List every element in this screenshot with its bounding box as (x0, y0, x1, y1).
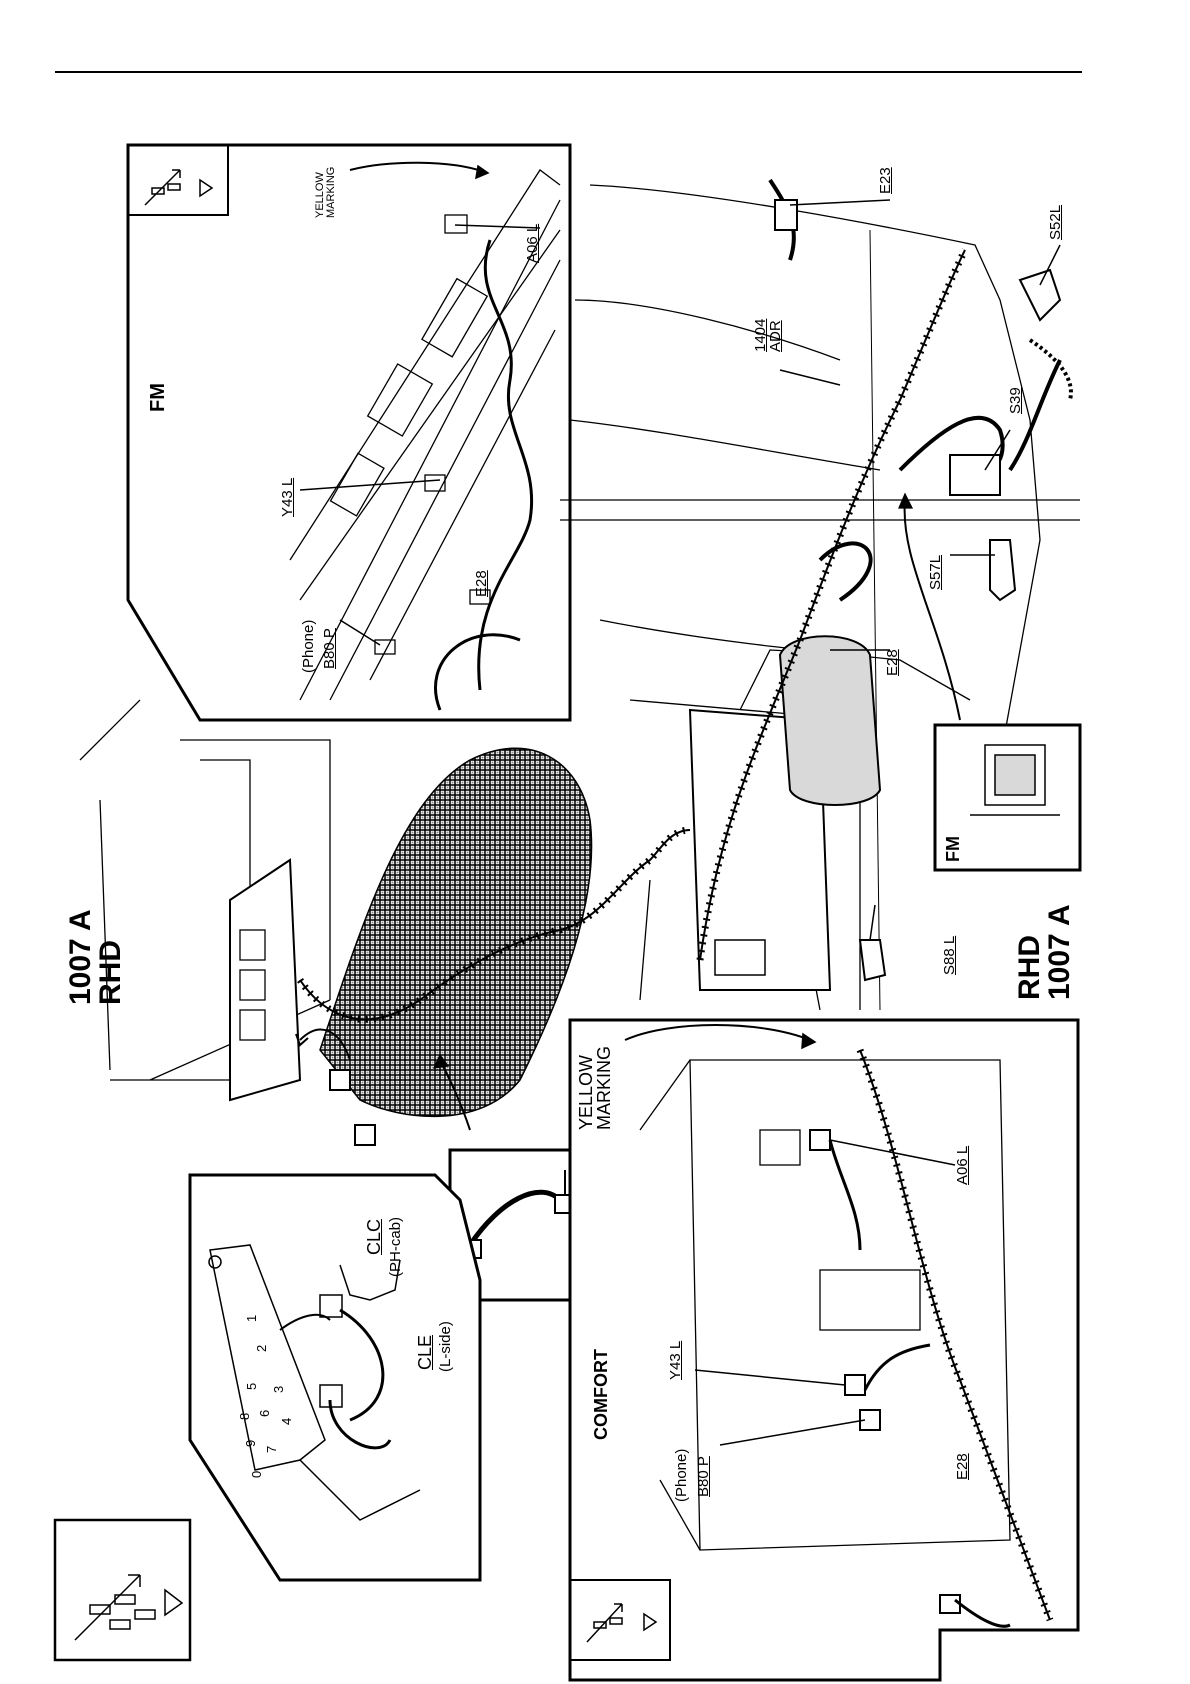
doc-title-top-line2: RHD (96, 909, 126, 1005)
main-label-adr-2: ADR (768, 319, 783, 352)
key-8: 8 (238, 1413, 251, 1420)
key-5: 5 (245, 1383, 258, 1390)
main-label-e28: E28 (885, 649, 900, 676)
main-label-s52l: S52L (1048, 205, 1063, 240)
main-label-s88l: S88 L (942, 936, 957, 975)
main-label-adr: 1404 ADR (753, 319, 783, 352)
main-yellow-line1: YELLOW (577, 1046, 595, 1130)
key-0: 0 (250, 1471, 263, 1478)
leader-e23 (790, 200, 890, 205)
left-label-clc: CLC (365, 1219, 383, 1255)
fm-top-inset-border (128, 145, 570, 720)
key-3: 3 (272, 1386, 285, 1393)
fm-top-yellow-marking: YELLOW MARKING (315, 167, 337, 218)
main-yellow-marking: YELLOW MARKING (577, 1046, 613, 1130)
comfort-label-b80p: B80 P (696, 1456, 711, 1497)
leader-adr (780, 370, 840, 385)
fm-top-yellow-line2: MARKING (326, 167, 337, 218)
s88l-switch (860, 940, 885, 980)
key-6: 6 (258, 1410, 271, 1417)
s57l-switch (990, 540, 1015, 600)
key-1: 1 (245, 1315, 258, 1322)
comfort-title: COMFORT (592, 1349, 610, 1440)
s39-switch (950, 455, 1000, 495)
fm-top-label-e28: E28 (474, 570, 489, 597)
doc-title-top: 1007 A RHD (66, 909, 126, 1005)
left-label-clc-sub: (PH-cab) (388, 1217, 403, 1277)
key-7: 7 (265, 1446, 278, 1453)
keypad-detail-border (190, 1175, 480, 1580)
key-2: 2 (255, 1345, 268, 1352)
comfort-label-a06l: A06 L (955, 1146, 970, 1185)
main-label-e23: E23 (878, 167, 893, 194)
main-yellow-line2: MARKING (595, 1046, 613, 1130)
doc-title-bottom-line1: RHD (1015, 904, 1045, 1000)
doc-title-bottom-line2: 1007 A (1045, 904, 1075, 1000)
doc-title-bottom: RHD 1007 A (1015, 904, 1075, 1000)
doc-title-top-line1: 1007 A (66, 909, 96, 1005)
fm-top-label-phone: (Phone) (301, 620, 316, 673)
comfort-label-e28: E28 (955, 1453, 970, 1480)
comfort-label-phone: (Phone) (674, 1449, 689, 1502)
comfort-label-y43l: Y43 L (668, 1341, 683, 1380)
main-label-s39: S39 (1008, 387, 1023, 414)
main-cab-drawing (560, 180, 1080, 1010)
comfort-frame-drawing (640, 1050, 1050, 1626)
canister (780, 636, 880, 805)
left-label-cle: CLE (416, 1335, 434, 1370)
s52l-switch (1020, 270, 1060, 320)
main-label-s57l: S57L (928, 555, 943, 590)
leader-s88l (870, 905, 875, 940)
left-label-cle-sub: (L-side) (438, 1321, 453, 1372)
fm-top-title: FM (148, 383, 168, 412)
key-9: 9 (244, 1440, 257, 1447)
main-label-adr-1: 1404 (753, 319, 768, 352)
key-4: 4 (280, 1418, 293, 1425)
fm-top-label-a06l: A06 L (525, 224, 540, 263)
fm-small-title: FM (944, 836, 962, 862)
fm-top-label-y43l: Y43 L (280, 478, 295, 517)
fm-top-label-b80p: B80 P (322, 628, 337, 669)
